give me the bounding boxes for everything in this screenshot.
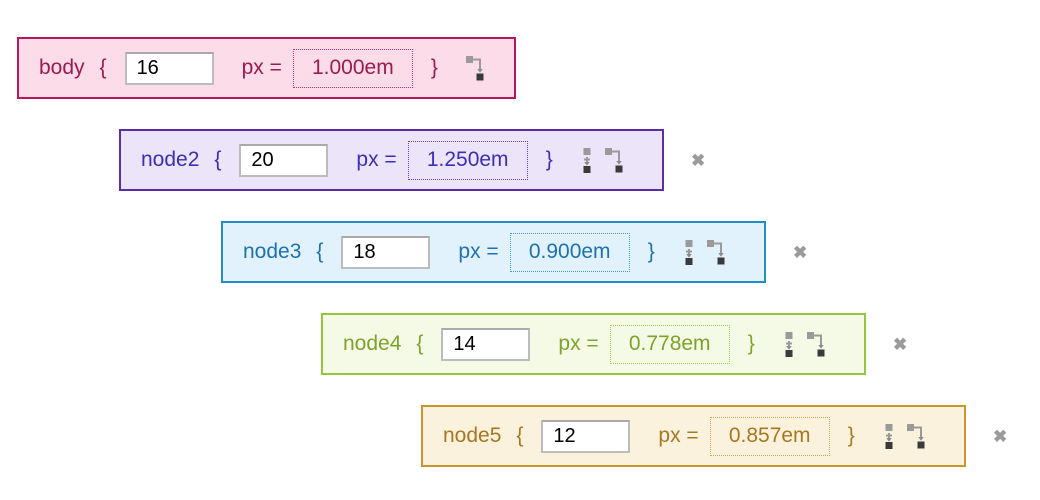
remove-node-icon[interactable]: ✖ (893, 334, 908, 354)
node-row: node2 { px = 1.250em } (119, 129, 1040, 191)
close-brace: } (647, 240, 655, 263)
add-sibling-icon[interactable] (783, 331, 795, 357)
add-child-icon[interactable] (465, 55, 486, 81)
close-brace: } (747, 332, 755, 355)
px-equals-label: px = (558, 332, 599, 355)
em-value-box: 0.778em (609, 324, 730, 364)
px-input[interactable] (124, 51, 214, 85)
node-selector-label: node5 (443, 424, 502, 447)
node-row: node5 { px = 0.857em } (421, 405, 1040, 467)
remove-node-icon[interactable]: ✖ (793, 242, 808, 262)
css-node-box: body { px = 1.000em } (17, 37, 516, 99)
open-brace: { (214, 148, 222, 171)
open-brace: { (316, 240, 324, 263)
px-input[interactable] (541, 419, 631, 453)
remove-node-icon[interactable]: ✖ (691, 150, 706, 170)
add-child-icon[interactable] (604, 147, 625, 173)
add-child-icon[interactable] (806, 331, 827, 357)
px-equals-label: px = (458, 240, 499, 263)
em-value-box: 0.857em (709, 416, 830, 456)
node-selector-label: node3 (243, 240, 302, 263)
open-brace: { (99, 56, 107, 79)
px-equals-label: px = (658, 424, 699, 447)
px-input[interactable] (441, 327, 531, 361)
css-node-box: node4 { px = 0.778em } (321, 313, 866, 375)
close-brace: } (545, 148, 553, 171)
add-sibling-icon[interactable] (683, 239, 695, 265)
remove-node-icon[interactable]: ✖ (993, 426, 1008, 446)
px-equals-label: px = (241, 56, 282, 79)
em-value-box: 1.000em (292, 48, 413, 88)
css-node-box: node2 { px = 1.250em } (119, 129, 664, 191)
open-brace: { (416, 332, 424, 355)
close-brace: } (430, 56, 438, 79)
em-value-box: 0.900em (509, 232, 630, 272)
node-selector-label: body (39, 56, 85, 79)
css-node-box: node3 { px = 0.900em } (221, 221, 766, 283)
em-value-box: 1.250em (407, 140, 528, 180)
close-brace: } (847, 424, 855, 447)
node-selector-label: node2 (141, 148, 200, 171)
add-child-icon[interactable] (706, 239, 727, 265)
add-sibling-icon[interactable] (581, 147, 593, 173)
node-tree: body { px = 1.000em } (17, 37, 1040, 467)
css-node-box: node5 { px = 0.857em } (421, 405, 966, 467)
add-child-icon[interactable] (906, 423, 927, 449)
open-brace: { (516, 424, 524, 447)
add-sibling-icon[interactable] (883, 423, 895, 449)
node-row: node4 { px = 0.778em } (321, 313, 1040, 375)
px-input[interactable] (341, 235, 431, 269)
px-equals-label: px = (356, 148, 397, 171)
node-row: body { px = 1.000em } (17, 37, 1040, 99)
px-input[interactable] (239, 143, 329, 177)
node-row: node3 { px = 0.900em } (221, 221, 1040, 283)
node-selector-label: node4 (343, 332, 402, 355)
